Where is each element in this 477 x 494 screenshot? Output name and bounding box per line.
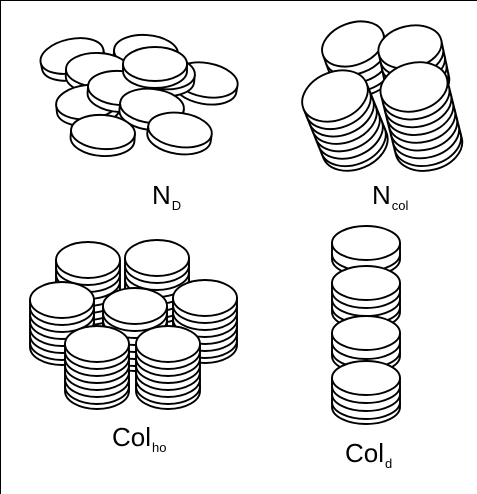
disc <box>146 111 213 156</box>
label-ncol: Ncol <box>372 180 409 213</box>
disc <box>122 46 188 89</box>
nematic-discotic-illustration <box>39 33 239 158</box>
label-colho: Colho <box>112 422 167 455</box>
disc <box>69 113 136 158</box>
column-back-left <box>321 20 396 98</box>
column-segment-4 <box>331 360 401 425</box>
column-front-right <box>379 61 464 172</box>
column-front-1 <box>64 325 130 410</box>
column-front-left <box>301 69 389 172</box>
column-front-2 <box>135 325 201 410</box>
disordered-columnar-illustration <box>331 225 401 425</box>
label-nd: ND <box>152 180 182 213</box>
label-cold: Cold <box>345 438 393 471</box>
nematic-columnar-illustration <box>301 20 464 172</box>
hexagonal-columnar-illustration <box>29 239 238 410</box>
